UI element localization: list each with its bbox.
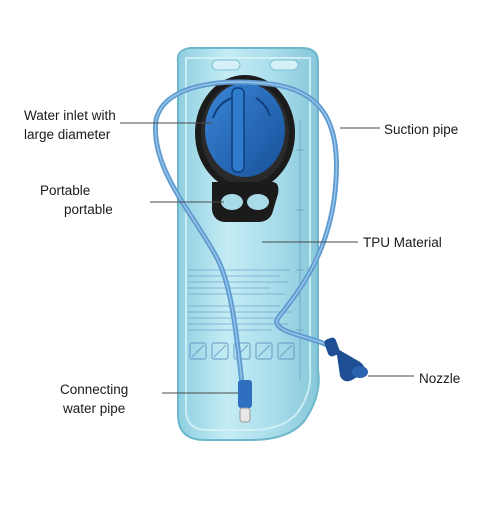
- fill-cap: [195, 75, 295, 191]
- warning-icons: [189, 342, 295, 360]
- leader-lines: [120, 122, 414, 394]
- tube-connector: [238, 380, 252, 423]
- suction-tube-highlight: [154, 81, 338, 409]
- label-portable-line2: portable: [64, 202, 113, 217]
- bladder-seal: [185, 57, 312, 431]
- top-tab-right: [269, 59, 299, 71]
- label-water-inlet-line2: large diameter: [24, 127, 111, 142]
- label-water-inlet-line1: Water inlet with: [24, 108, 116, 123]
- label-suction-pipe: Suction pipe: [384, 122, 459, 137]
- label-nozzle: Nozzle: [419, 371, 461, 386]
- label-connecting-line1: Connecting: [60, 382, 129, 397]
- top-tab-left: [211, 59, 241, 71]
- label-connecting-pipe: Connecting water pipe: [60, 380, 128, 418]
- label-connecting-line2: water pipe: [63, 401, 126, 416]
- carry-handle: [212, 182, 279, 222]
- label-water-inlet: Water inlet with large diameter: [24, 106, 116, 144]
- printed-instructions: [188, 269, 292, 331]
- bite-valve-nozzle: [324, 337, 368, 382]
- label-portable-line1: Portable: [40, 183, 91, 198]
- label-tpu-material: TPU Material: [363, 235, 442, 250]
- label-portable: Portable portable: [40, 181, 113, 219]
